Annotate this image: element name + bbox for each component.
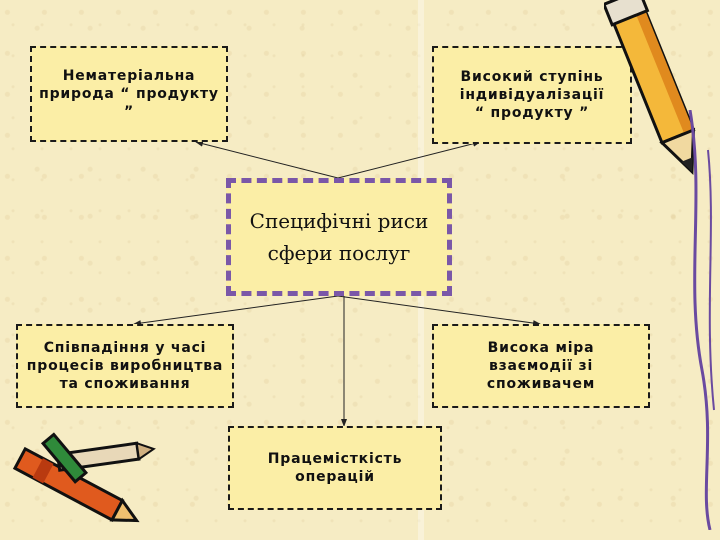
feature-individualization-line1: Високий ступінь [460, 68, 605, 86]
feature-simultaneity-line3: та споживання [27, 375, 223, 393]
arrow-to-top-left [196, 142, 338, 178]
feature-simultaneity-line1: Співпадіння у часі [27, 339, 223, 357]
decorative-streaks [680, 110, 720, 530]
feature-intangibility-line1: Нематеріальна [32, 67, 226, 85]
central-node-line1: Специфічні риси [250, 205, 429, 237]
feature-simultaneity: Співпадіння у часі процесів виробництва … [16, 324, 234, 408]
arrow-to-top-right [338, 142, 480, 178]
central-node: Специфічні риси сфери послуг [226, 178, 452, 296]
feature-individualization-line2: індивідуалізації [460, 86, 605, 104]
feature-labor-intensity: Працемісткість операцій [228, 426, 442, 510]
feature-simultaneity-line2: процесів виробництва [27, 357, 223, 375]
arrow-to-mid-left [134, 296, 338, 324]
feature-intangibility-line2: природа “ продукту ” [32, 85, 226, 121]
feature-intangibility: Нематеріальна природа “ продукту ” [30, 46, 228, 142]
feature-interaction-line2: взаємодії зі споживачем [434, 357, 648, 393]
feature-interaction: Висока міра взаємодії зі споживачем [432, 324, 650, 408]
central-node-line2: сфери послуг [250, 237, 429, 269]
feature-labor-intensity-line1: Працемісткість операцій [230, 450, 440, 486]
crayons-icon [0, 430, 160, 540]
feature-individualization-line3: “ продукту ” [460, 104, 605, 122]
feature-interaction-line1: Висока міра [434, 339, 648, 357]
arrow-to-mid-right [338, 296, 540, 324]
feature-individualization: Високий ступінь індивідуалізації “ проду… [432, 46, 632, 144]
